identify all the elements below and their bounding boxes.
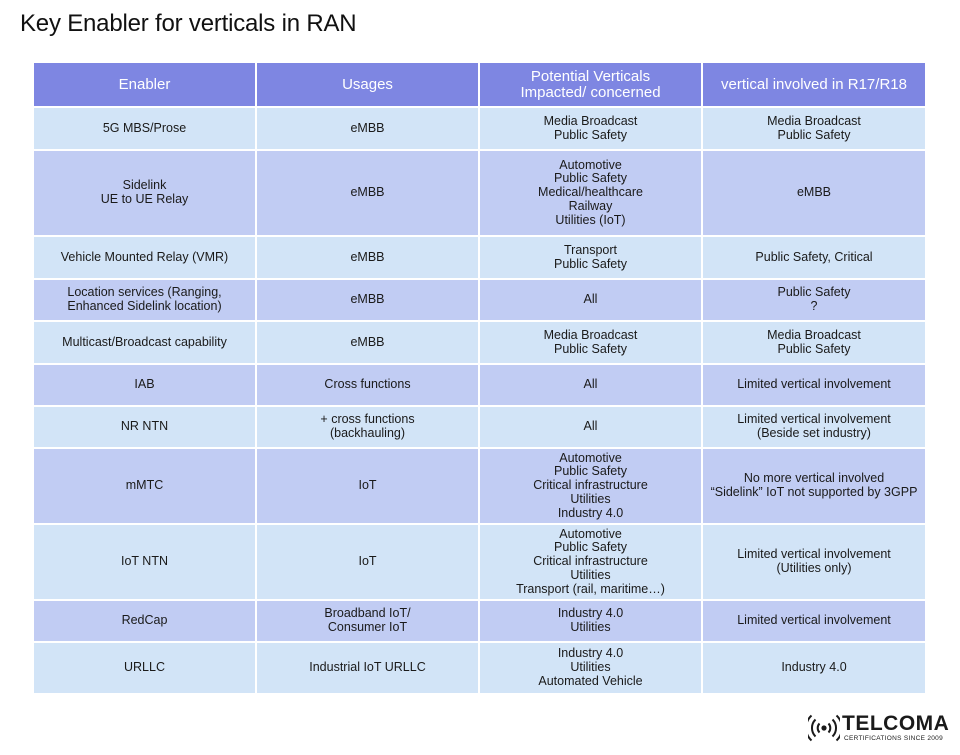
cell-involved: eMBB (703, 151, 925, 235)
logo-tagline: CERTIFICATIONS SINCE 2009 (844, 735, 944, 742)
cell-involved: Public Safety ? (703, 280, 925, 320)
telcoma-logo: TELCOMA CERTIFICATIONS SINCE 2009 (808, 712, 950, 746)
table-row: Multicast/Broadcast capability eMBB Medi… (34, 322, 925, 363)
table-row: IAB Cross functions All Limited vertical… (34, 365, 925, 405)
cell-enabler: mMTC (34, 449, 255, 523)
enabler-table-container: Enabler Usages Potential Verticals Impac… (34, 63, 925, 693)
table-row: Sidelink UE to UE Relay eMBB Automotive … (34, 151, 925, 235)
cell-involved: Limited vertical involvement (Beside set… (703, 407, 925, 447)
table-row: NR NTN + cross functions (backhauling) A… (34, 407, 925, 447)
cell-verticals: Media Broadcast Public Safety (480, 108, 701, 149)
cell-usages: eMBB (257, 108, 478, 149)
cell-involved: Public Safety, Critical (703, 237, 925, 278)
cell-usages: IoT (257, 449, 478, 523)
cell-verticals: All (480, 407, 701, 447)
cell-verticals: All (480, 280, 701, 320)
signal-waves-icon (808, 714, 840, 742)
table-header-row: Enabler Usages Potential Verticals Impac… (34, 63, 925, 106)
cell-verticals: Media Broadcast Public Safety (480, 322, 701, 363)
table-row: 5G MBS/Prose eMBB Media Broadcast Public… (34, 108, 925, 149)
cell-involved: Media Broadcast Public Safety (703, 322, 925, 363)
cell-enabler: Vehicle Mounted Relay (VMR) (34, 237, 255, 278)
cell-usages: Broadband IoT/ Consumer IoT (257, 601, 478, 641)
cell-usages: Industrial IoT URLLC (257, 643, 478, 693)
cell-enabler: 5G MBS/Prose (34, 108, 255, 149)
cell-verticals: Industry 4.0 Utilities Automated Vehicle (480, 643, 701, 693)
table-row: Vehicle Mounted Relay (VMR) eMBB Transpo… (34, 237, 925, 278)
cell-involved: Limited vertical involvement (703, 365, 925, 405)
cell-verticals: Automotive Public Safety Critical infras… (480, 525, 701, 599)
cell-verticals: Automotive Public Safety Medical/healthc… (480, 151, 701, 235)
cell-enabler: NR NTN (34, 407, 255, 447)
header-potential-verticals: Potential Verticals Impacted/ concerned (480, 63, 701, 106)
cell-usages: + cross functions (backhauling) (257, 407, 478, 447)
cell-enabler: URLLC (34, 643, 255, 693)
cell-verticals: All (480, 365, 701, 405)
table-row: Location services (Ranging, Enhanced Sid… (34, 280, 925, 320)
cell-enabler: RedCap (34, 601, 255, 641)
cell-involved: No more vertical involved “Sidelink” IoT… (703, 449, 925, 523)
enabler-table: Enabler Usages Potential Verticals Impac… (32, 61, 927, 695)
cell-verticals: Industry 4.0 Utilities (480, 601, 701, 641)
header-usages: Usages (257, 63, 478, 106)
table-row: mMTC IoT Automotive Public Safety Critic… (34, 449, 925, 523)
cell-usages: eMBB (257, 237, 478, 278)
page-title: Key Enabler for verticals in RAN (20, 10, 357, 37)
cell-usages: IoT (257, 525, 478, 599)
cell-enabler: Location services (Ranging, Enhanced Sid… (34, 280, 255, 320)
cell-involved: Limited vertical involvement (703, 601, 925, 641)
table-row: IoT NTN IoT Automotive Public Safety Cri… (34, 525, 925, 599)
table-row: RedCap Broadband IoT/ Consumer IoT Indus… (34, 601, 925, 641)
cell-verticals: Automotive Public Safety Critical infras… (480, 449, 701, 523)
cell-involved: Media Broadcast Public Safety (703, 108, 925, 149)
cell-enabler: IoT NTN (34, 525, 255, 599)
header-vertical-involved: vertical involved in R17/R18 (703, 63, 925, 106)
cell-usages: Cross functions (257, 365, 478, 405)
cell-enabler: IAB (34, 365, 255, 405)
cell-involved: Limited vertical involvement (Utilities … (703, 525, 925, 599)
header-enabler: Enabler (34, 63, 255, 106)
table-row: URLLC Industrial IoT URLLC Industry 4.0 … (34, 643, 925, 693)
cell-enabler: Multicast/Broadcast capability (34, 322, 255, 363)
cell-enabler: Sidelink UE to UE Relay (34, 151, 255, 235)
logo-name: TELCOMA (842, 712, 950, 735)
cell-usages: eMBB (257, 151, 478, 235)
cell-usages: eMBB (257, 322, 478, 363)
cell-usages: eMBB (257, 280, 478, 320)
cell-verticals: Transport Public Safety (480, 237, 701, 278)
cell-involved: Industry 4.0 (703, 643, 925, 693)
